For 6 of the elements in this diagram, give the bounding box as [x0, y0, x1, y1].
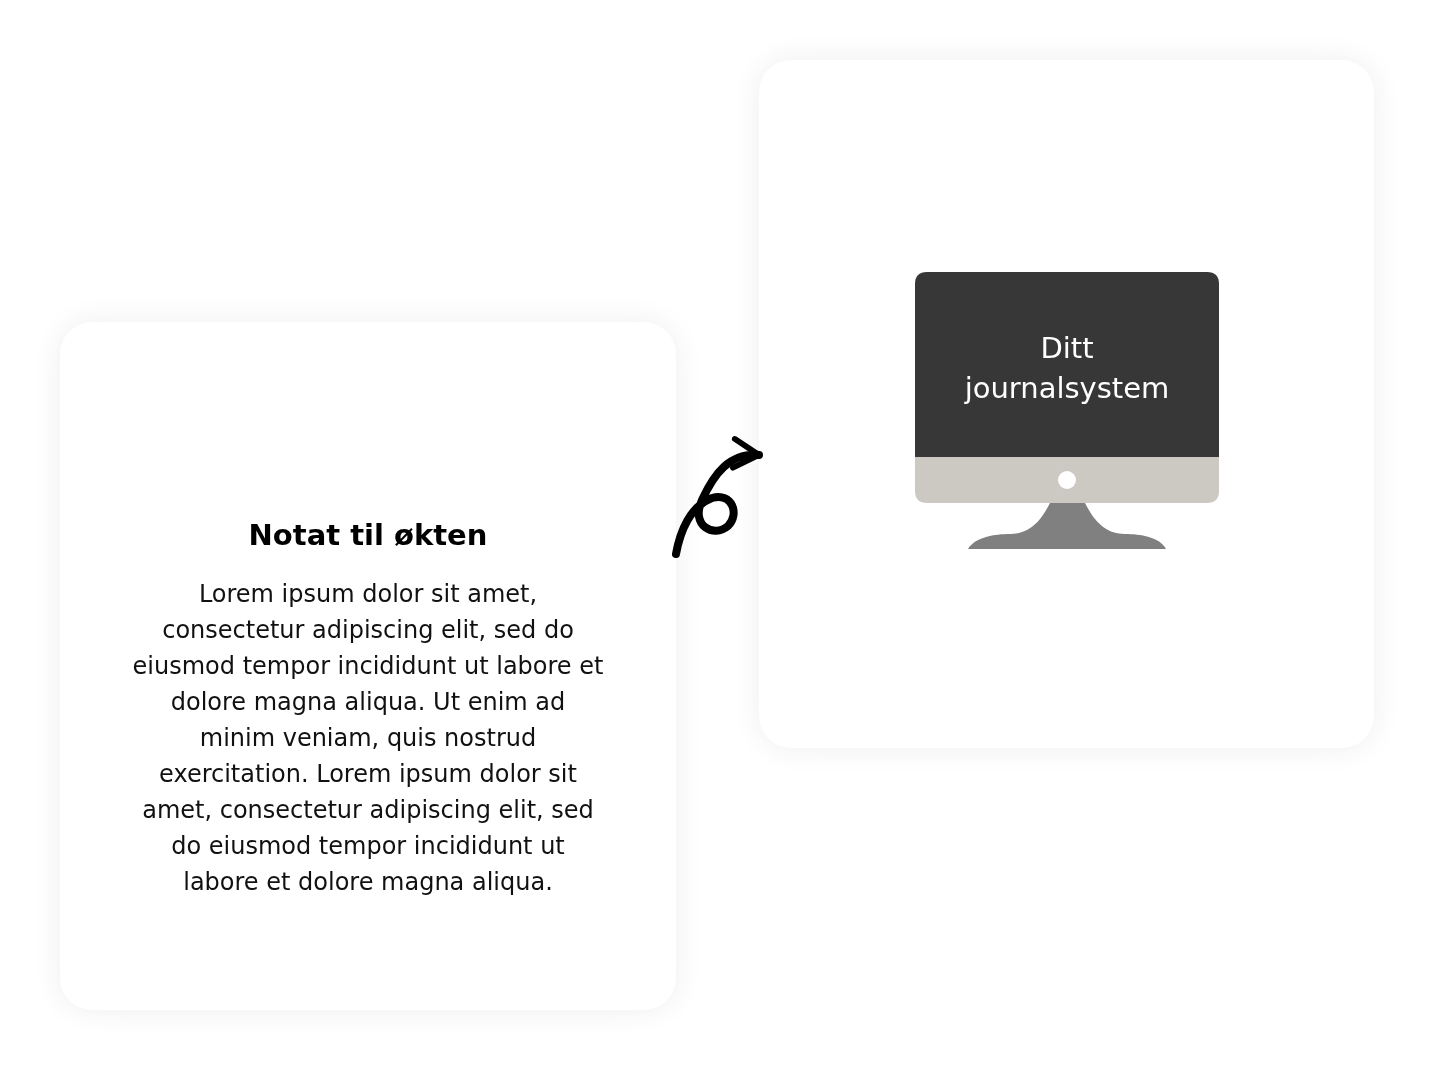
card: [60, 322, 676, 1010]
curly-arrow: [672, 437, 763, 558]
card: [759, 60, 1374, 748]
body-text: Lorem ipsum dolor sit amet, consectetur adipiscing elit, sed do eiusmod tempor incididunt ut labore et dolore magna aliqua. Ut enim ad minim veniam, quis nostrud exercitation. Lorem ipsum dolor sit amet, consectetur adipiscing elit, sed do eiusmod tempor incididunt ut labore et dolore magna aliqua.: [131, 579, 605, 898]
card-title: Notat til økten: [247, 518, 489, 552]
screen-label: Ditt journalsystem: [963, 330, 1171, 407]
